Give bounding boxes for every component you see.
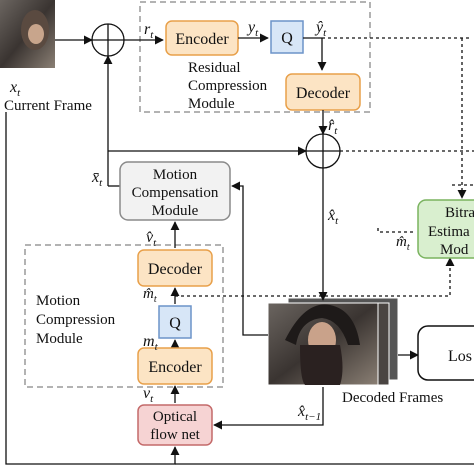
loss-label: Los	[448, 348, 472, 365]
residual-module-line1: Residual	[188, 60, 241, 76]
motion-comp-line2: Compensation	[132, 185, 219, 201]
label-x-hat: x̂t	[327, 207, 339, 227]
optical-flow-line1: Optical	[153, 409, 197, 425]
bitrate-line1: Bitra	[445, 205, 474, 221]
label-x-hat-prev: x̂t−1	[297, 403, 321, 423]
label-v-hat: v̂t	[146, 229, 157, 249]
residual-module-line2: Compression	[188, 78, 268, 94]
quantizer-mid-label: Q	[169, 315, 181, 332]
optical-flow-line2: flow net	[150, 427, 200, 443]
motion-module-line2: Compression	[36, 312, 116, 328]
residual-compression-group	[139, 1, 371, 113]
label-x-t: xt	[9, 79, 21, 99]
motion-comp-line3: Module	[152, 203, 199, 219]
label-m-hat-mid: m̂t	[143, 286, 157, 305]
decoder-mid-block	[137, 249, 213, 287]
decoder-mid-label: Decoder	[148, 261, 203, 278]
encoder-mid-block	[137, 347, 213, 385]
label-x-bar: x̄t	[91, 169, 103, 189]
label-m-t: mt	[143, 333, 159, 353]
label-r-t: rt	[144, 21, 154, 41]
label-v-t: vt	[143, 385, 154, 405]
label-m-hat-right: m̂t	[396, 234, 410, 253]
current-frame-image	[0, 0, 55, 68]
quantizer-top-label: Q	[281, 30, 293, 47]
label-r-hat: r̂t	[328, 117, 338, 137]
residual-module-line3: Module	[188, 96, 235, 112]
bitrate-line2: Estima	[428, 224, 470, 240]
label-current-frame: Current Frame	[4, 98, 92, 114]
decoder-top-label: Decoder	[296, 85, 351, 102]
motion-module-line1: Motion	[36, 293, 81, 309]
quantizer-mid-block	[158, 305, 192, 339]
bitrate-line3: Mod	[440, 242, 469, 258]
encoder-top-label: Encoder	[175, 31, 229, 48]
encoder-mid-label: Encoder	[148, 359, 202, 376]
loss-block	[417, 325, 474, 381]
decoded-frames-image	[267, 297, 399, 386]
motion-comp-line1: Motion	[153, 167, 198, 183]
label-y-hat: ŷt	[314, 19, 327, 39]
motion-module-line3: Module	[36, 331, 83, 347]
bitrate-estimation-block	[417, 199, 474, 259]
optical-flow-block	[137, 404, 213, 446]
label-y-t: yt	[246, 19, 259, 39]
motion-compensation-block	[119, 161, 231, 221]
quantizer-top-block	[270, 20, 304, 54]
label-decoded-frames: Decoded Frames	[342, 390, 443, 406]
